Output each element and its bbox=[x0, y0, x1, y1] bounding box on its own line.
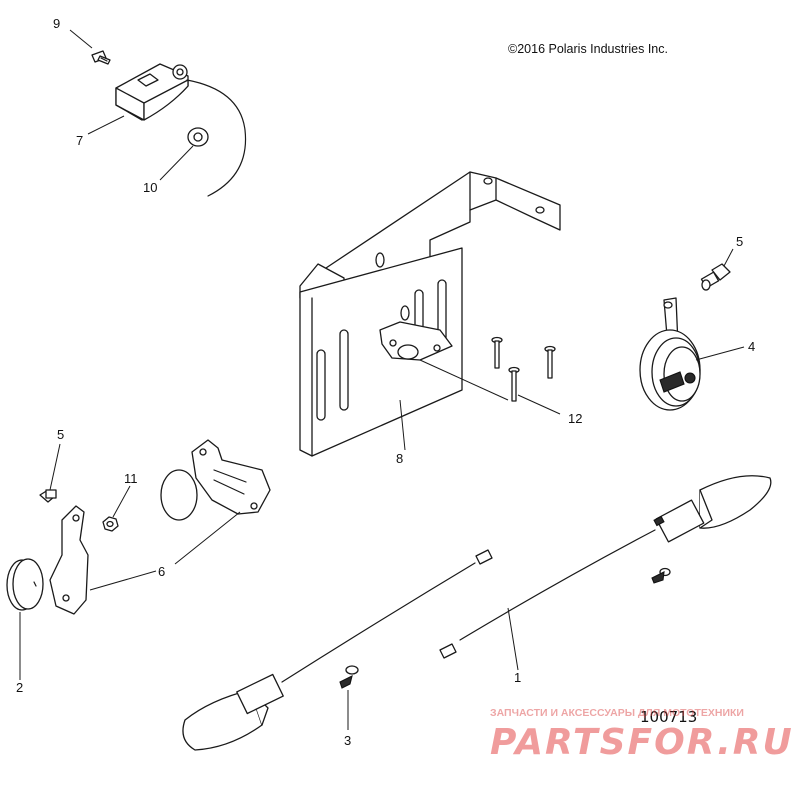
watermark-brand: PARTSFOR.RU bbox=[490, 722, 794, 763]
part-12-screws bbox=[491, 336, 556, 402]
part-4-horn bbox=[639, 297, 701, 411]
part-8-plate-bracket bbox=[299, 171, 561, 457]
callout-12: 12 bbox=[568, 411, 582, 426]
callout-7: 7 bbox=[76, 133, 83, 148]
part-7-license-light bbox=[115, 63, 247, 197]
part-9-screw bbox=[91, 50, 111, 65]
callout-5-left: 5 bbox=[57, 427, 64, 442]
callout-6: 6 bbox=[158, 564, 165, 579]
part-6-reflector-bracket-left bbox=[49, 505, 89, 615]
part-5-bolt-left bbox=[39, 489, 57, 503]
watermark: ЗАПЧАСТИ И АКСЕССУАРЫ ДЛЯ МОТОТЕХНИКИ PA… bbox=[490, 707, 794, 763]
callout-11: 11 bbox=[124, 471, 138, 486]
part-screw-right bbox=[651, 567, 671, 584]
part-2-reflector bbox=[6, 558, 44, 611]
part-10-grommet bbox=[187, 127, 209, 147]
part-3-screw bbox=[339, 665, 359, 689]
leader-lines bbox=[19, 29, 745, 730]
copyright-text: ©2016 Polaris Industries Inc. bbox=[508, 42, 668, 56]
part-6-reflector-bracket-upper bbox=[160, 439, 271, 521]
part-1-turn-signal-right bbox=[439, 475, 772, 659]
callout-1: 1 bbox=[514, 670, 521, 685]
diagram-number: 100713 bbox=[640, 708, 697, 726]
part-11-nut bbox=[102, 516, 119, 532]
callout-2: 2 bbox=[16, 680, 23, 695]
callout-10: 10 bbox=[143, 180, 157, 195]
callout-3: 3 bbox=[344, 733, 351, 748]
part-1-turn-signal-left bbox=[182, 549, 493, 751]
callout-9: 9 bbox=[53, 16, 60, 31]
callout-4: 4 bbox=[748, 339, 755, 354]
part-5-bolt-top bbox=[700, 263, 731, 291]
callout-8: 8 bbox=[396, 451, 403, 466]
watermark-tagline: ЗАПЧАСТИ И АКСЕССУАРЫ ДЛЯ МОТОТЕХНИКИ bbox=[490, 707, 744, 719]
callout-5-top: 5 bbox=[736, 234, 743, 249]
